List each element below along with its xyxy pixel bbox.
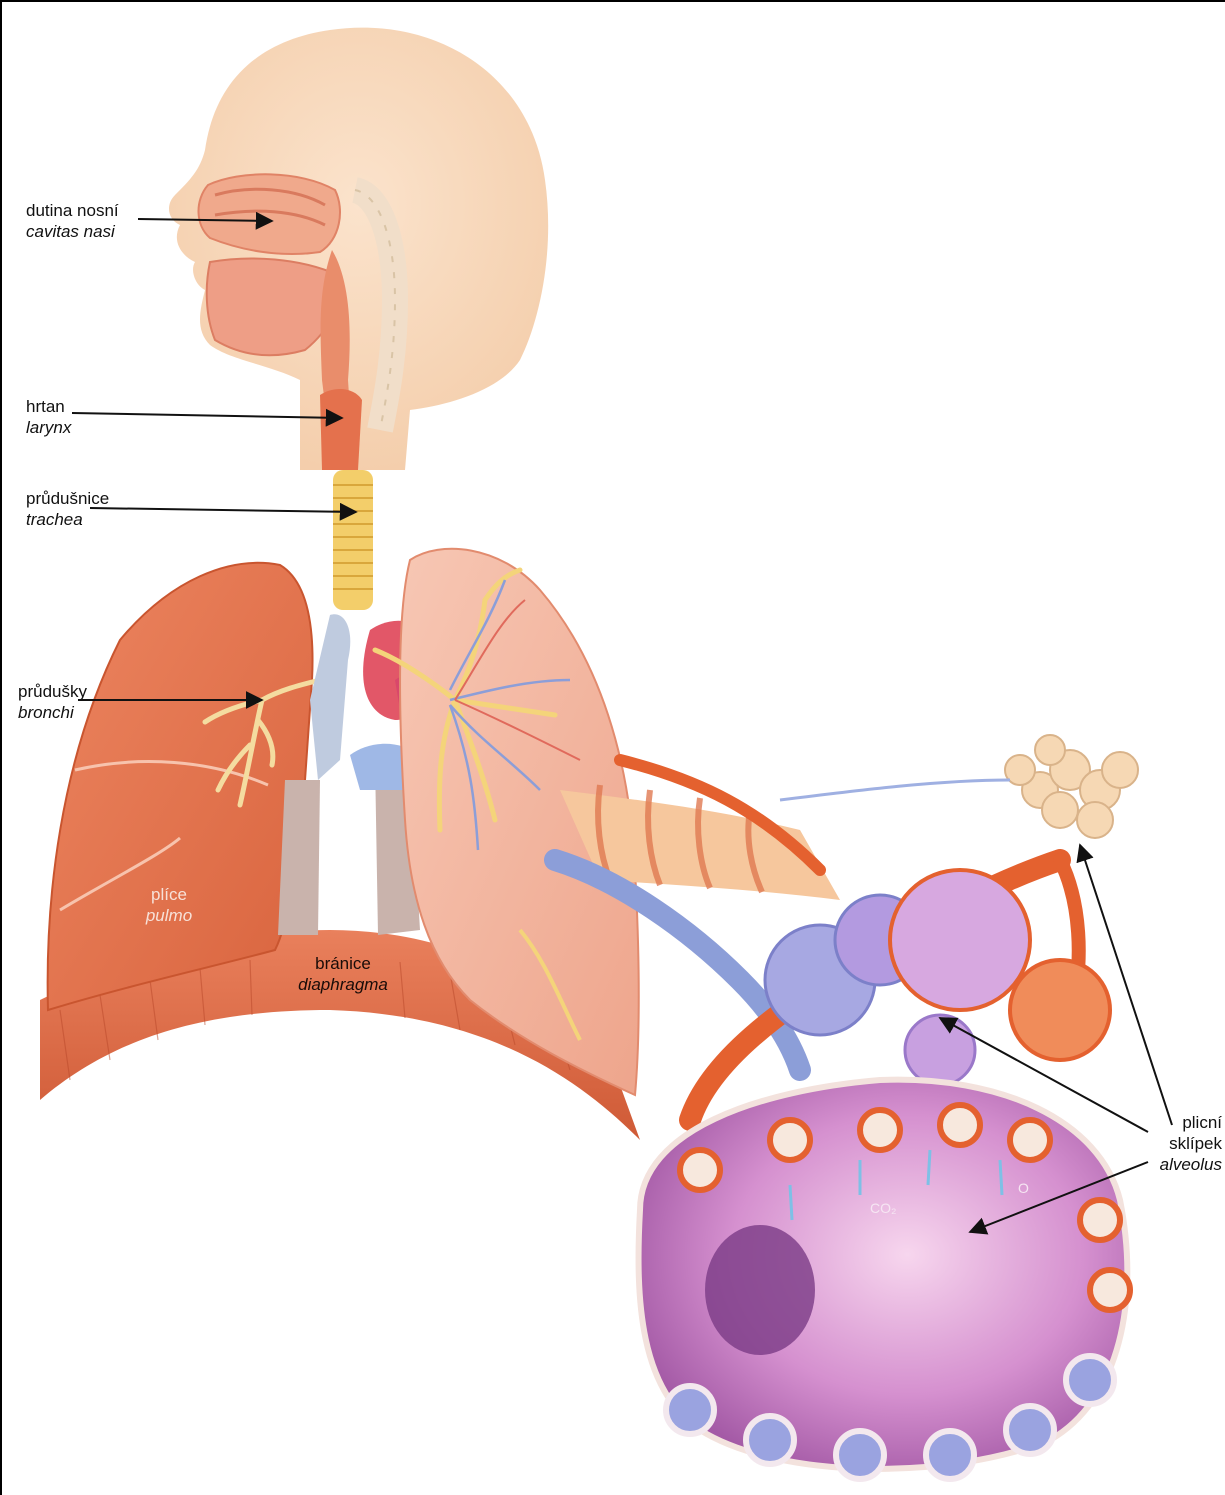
label-alveolus-latin: alveolus	[1125, 1154, 1222, 1175]
alveolar-sac-cluster	[780, 735, 1138, 838]
label-larynx: hrtan larynx	[26, 396, 71, 438]
o2-label: O	[1018, 1180, 1029, 1196]
label-larynx-czech: hrtan	[26, 396, 71, 417]
label-lung-czech: plíce	[124, 884, 214, 905]
head-silhouette	[169, 28, 548, 470]
label-nasal-cavity-latin: cavitas nasi	[26, 221, 119, 242]
label-bronchi: průdušky bronchi	[18, 681, 87, 723]
label-bronchi-czech: průdušky	[18, 681, 87, 702]
label-nasal-cavity: dutina nosní cavitas nasi	[26, 200, 119, 242]
label-lung: plíce pulmo	[124, 884, 214, 926]
label-nasal-cavity-czech: dutina nosní	[26, 200, 119, 221]
label-larynx-latin: larynx	[26, 417, 71, 438]
label-trachea: průdušnice trachea	[26, 488, 109, 530]
label-bronchi-latin: bronchi	[18, 702, 87, 723]
pointer-trachea	[90, 508, 356, 512]
label-lung-latin: pulmo	[124, 905, 214, 926]
co2-label: CO₂	[870, 1200, 896, 1216]
label-trachea-latin: trachea	[26, 509, 109, 530]
alveolus-cross-section: CO₂ O	[639, 1080, 1130, 1479]
label-alveolus: plicní sklípek alveolus	[1125, 1112, 1222, 1175]
label-trachea-czech: průdušnice	[26, 488, 109, 509]
left-lung	[48, 563, 313, 1010]
label-alveolus-line1: plicní	[1125, 1112, 1222, 1133]
label-diaphragm-latin: diaphragma	[278, 974, 408, 995]
label-alveolus-line2: sklípek	[1125, 1133, 1222, 1154]
trachea-illustration	[333, 470, 373, 610]
label-diaphragm-czech: bránice	[278, 953, 408, 974]
label-diaphragm: bránice diaphragma	[278, 953, 408, 995]
alveoli-cluster	[765, 870, 1110, 1085]
